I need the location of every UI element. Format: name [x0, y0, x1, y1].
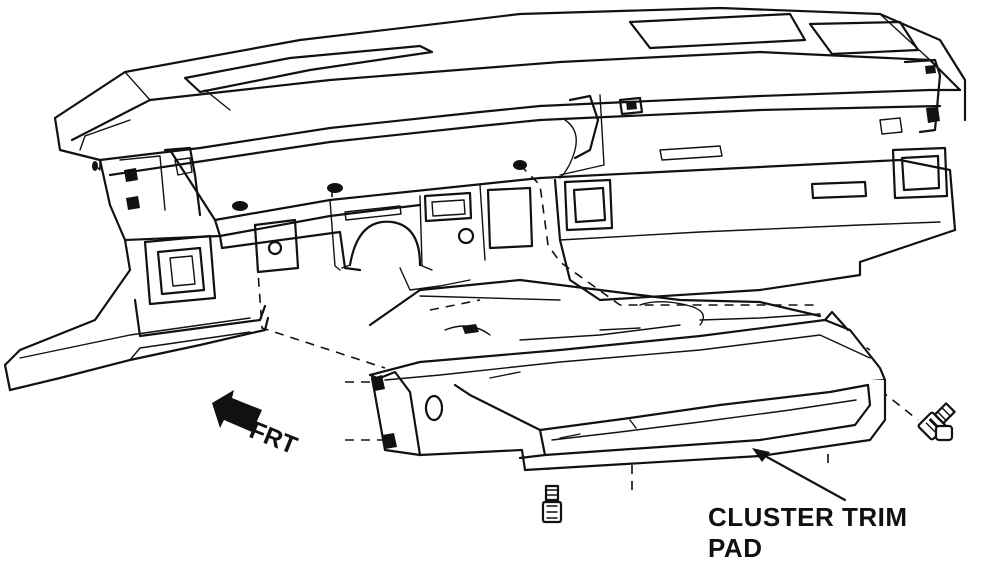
dash-brackets — [92, 58, 942, 217]
air-vents — [143, 146, 949, 306]
cluster-trim-pad — [368, 310, 887, 472]
arrow-icon — [212, 390, 262, 432]
screw-icon — [541, 402, 956, 524]
callout-leader — [752, 448, 847, 502]
callout-line-2: PAD — [708, 533, 763, 563]
part-callout: CLUSTER TRIM PAD — [708, 502, 908, 564]
dashboard-top — [53, 6, 967, 151]
lower-wiring — [368, 267, 822, 341]
callout-line-1: CLUSTER TRIM — [708, 502, 908, 532]
